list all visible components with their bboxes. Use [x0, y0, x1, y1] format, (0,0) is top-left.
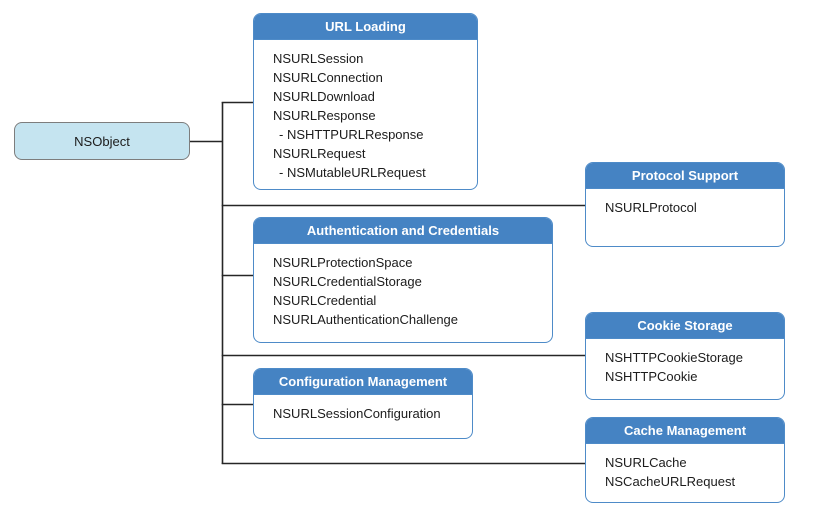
group-configuration-management: Configuration Management NSURLSessionCon… [253, 368, 473, 439]
group-url-loading-title: URL Loading [254, 14, 477, 40]
class-item: NSURLSessionConfiguration [273, 406, 441, 421]
group-protocol-support: Protocol Support NSURLProtocol [585, 162, 785, 247]
group-configuration-items: NSURLSessionConfiguration [254, 395, 472, 423]
group-protocol-support-items: NSURLProtocol [586, 189, 784, 217]
class-item: NSHTTPCookieStorage [605, 350, 743, 365]
group-cache-management-title: Cache Management [586, 418, 784, 444]
group-configuration-title: Configuration Management [254, 369, 472, 395]
class-item: NSURLCache [605, 455, 687, 470]
group-protocol-support-title: Protocol Support [586, 163, 784, 189]
class-item: NSURLCredential [273, 293, 377, 308]
class-item: NSCacheURLRequest [605, 474, 736, 489]
class-item: NSURLRequest [273, 146, 366, 161]
class-item: NSHTTPCookie [605, 369, 698, 384]
group-authentication-title: Authentication and Credentials [254, 218, 552, 244]
class-item: NSURLResponse [273, 108, 376, 123]
class-item: - NSHTTPURLResponse [279, 127, 424, 142]
class-item: NSURLAuthenticationChallenge [273, 312, 459, 327]
class-item: NSURLProtectionSpace [273, 255, 413, 270]
class-item: NSURLConnection [273, 70, 383, 85]
class-item: NSURLCredentialStorage [273, 274, 422, 289]
nsobject-label: NSObject [74, 133, 130, 149]
class-item: NSURLDownload [273, 89, 375, 104]
class-item: NSURLSession [273, 51, 364, 66]
group-authentication-and-credentials: Authentication and Credentials NSURLProt… [253, 217, 553, 343]
class-item: - NSMutableURLRequest [279, 165, 426, 180]
nsobject-box: NSObject [14, 122, 190, 160]
class-item: NSURLProtocol [605, 200, 697, 215]
group-cookie-storage-title: Cookie Storage [586, 313, 784, 339]
